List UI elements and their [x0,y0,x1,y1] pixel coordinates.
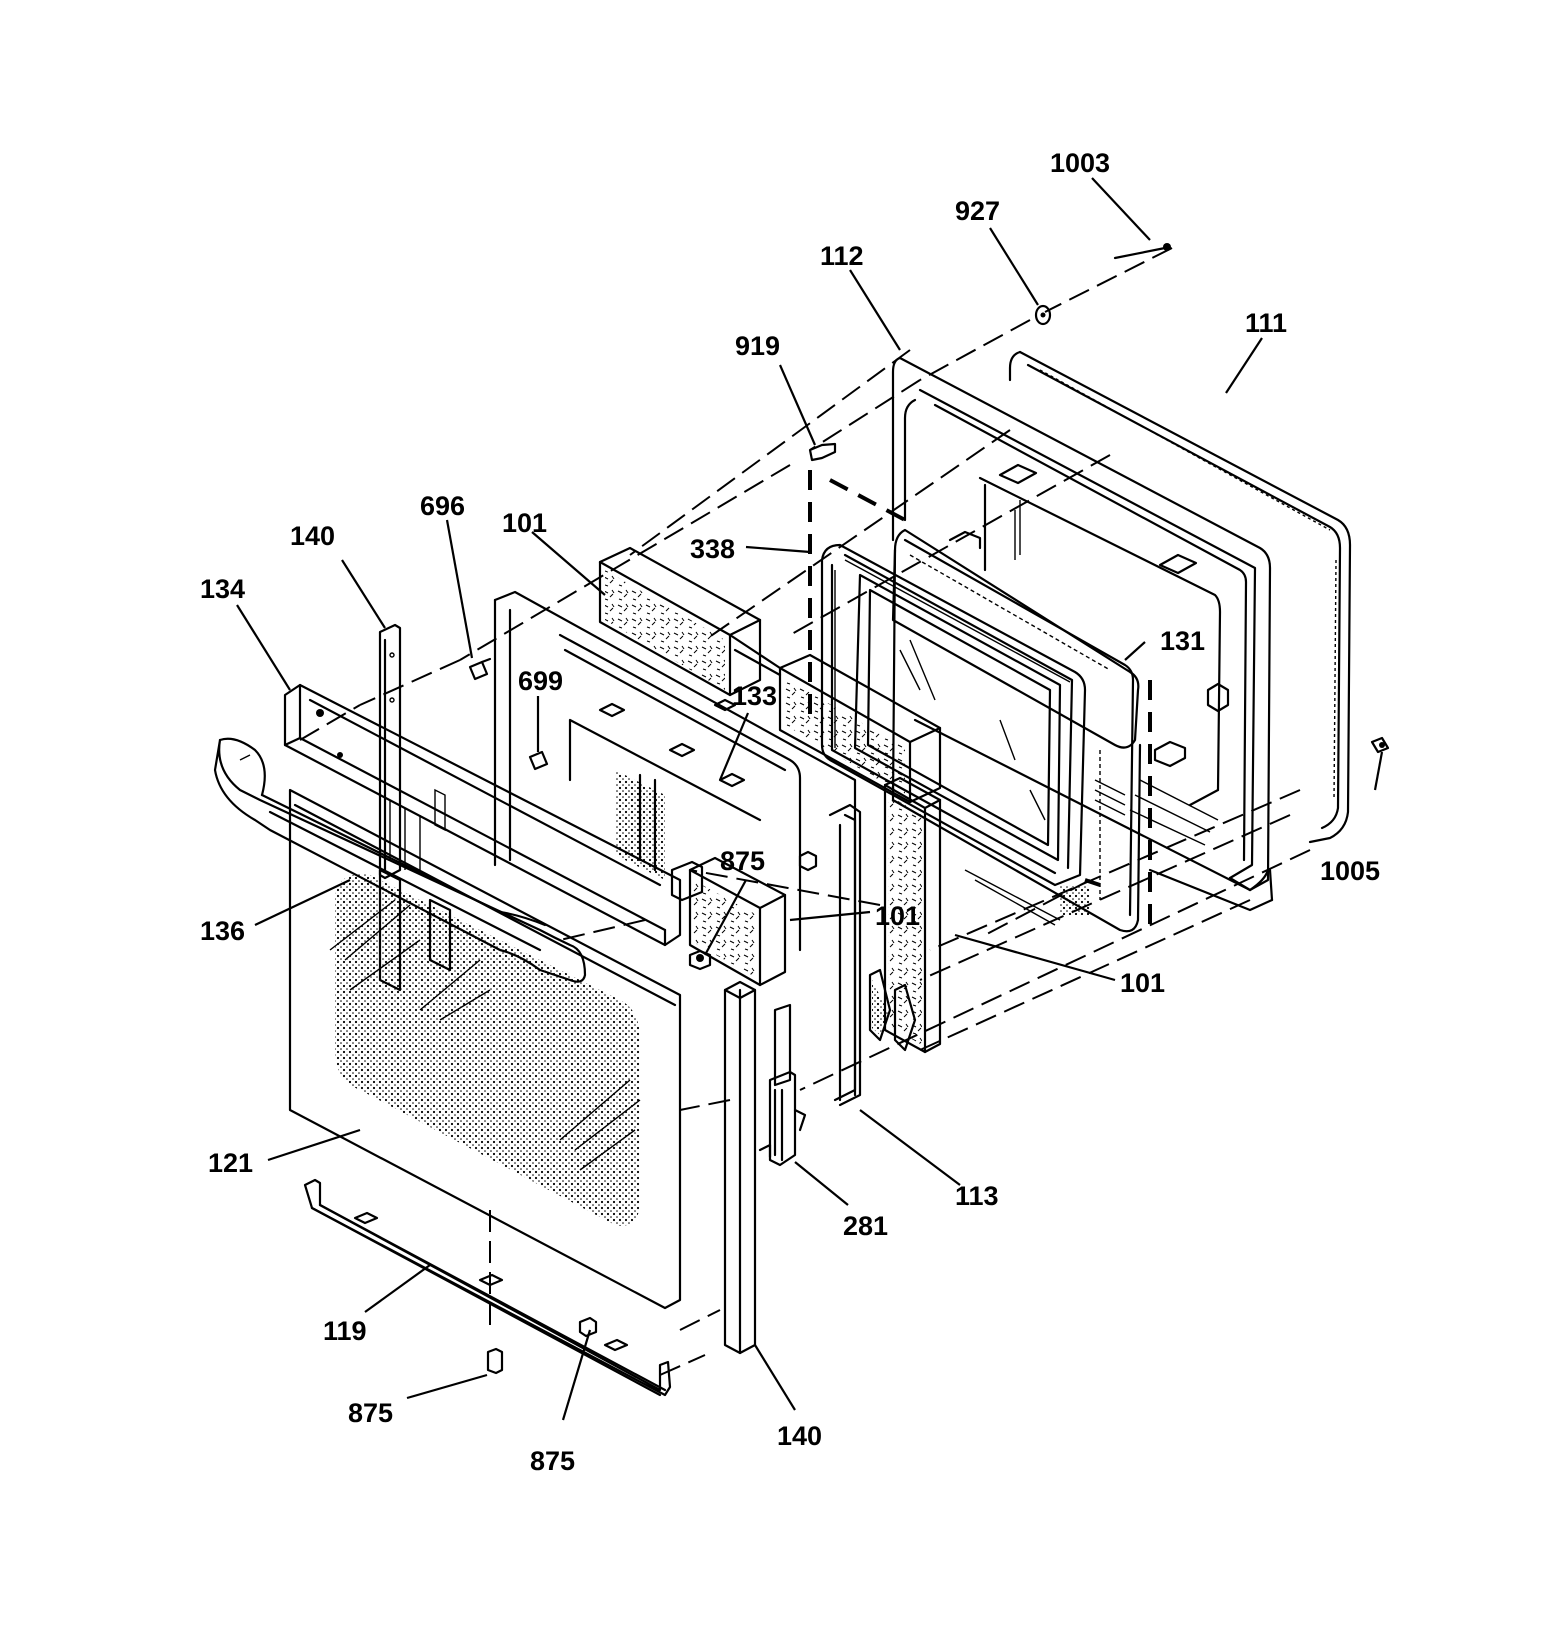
control-panel-134 [283,683,704,947]
label-696: 696 [420,491,465,521]
label-927: 927 [955,196,1000,226]
label-875-lower-left: 875 [348,1398,393,1428]
outer-door-glass-121 [288,788,682,1310]
insulation-small-101 [688,856,787,987]
side-strip-140-bottom [723,980,757,1355]
assembly-guide-lines [299,247,1311,1376]
label-140-top: 140 [290,521,335,551]
inner-glass-131 [891,528,1142,933]
door-handle-136 [213,737,587,983]
label-1005: 1005 [1320,856,1380,886]
label-101-top: 101 [502,508,547,538]
leader-lines [236,177,1384,1421]
insulation-side-101 [883,776,942,1054]
label-136: 136 [200,916,245,946]
fasteners [468,243,1390,1375]
hinge-281 [758,1003,807,1167]
label-338: 338 [690,534,735,564]
label-699: 699 [518,666,563,696]
hinge-receiver-113 [868,968,917,1052]
label-140-bottom: 140 [777,1421,822,1451]
label-281: 281 [843,1211,888,1241]
label-875-lower-middle: 875 [530,1446,575,1476]
label-133: 133 [732,681,777,711]
bottom-trim-119 [303,1178,672,1397]
rear-door-panel-111 [1008,350,1352,844]
label-919: 919 [735,331,780,361]
label-134: 134 [200,574,245,604]
label-121: 121 [208,1148,253,1178]
label-101-middle: 101 [875,901,920,931]
insulation-top-101 [598,546,942,804]
door-liner-112 [891,356,1274,912]
label-1003: 1003 [1050,148,1110,178]
label-113: 113 [955,1181,999,1211]
door-frame [493,590,862,1107]
label-112: 112 [820,241,864,271]
label-119: 119 [323,1316,367,1346]
label-875-upper: 875 [720,846,765,876]
label-101-lower: 101 [1120,968,1165,998]
label-131: 131 [1160,626,1205,656]
part-labels: 1003 927 112 111 919 696 140 101 338 134… [200,148,1380,1476]
label-111: 111 [1245,308,1287,338]
